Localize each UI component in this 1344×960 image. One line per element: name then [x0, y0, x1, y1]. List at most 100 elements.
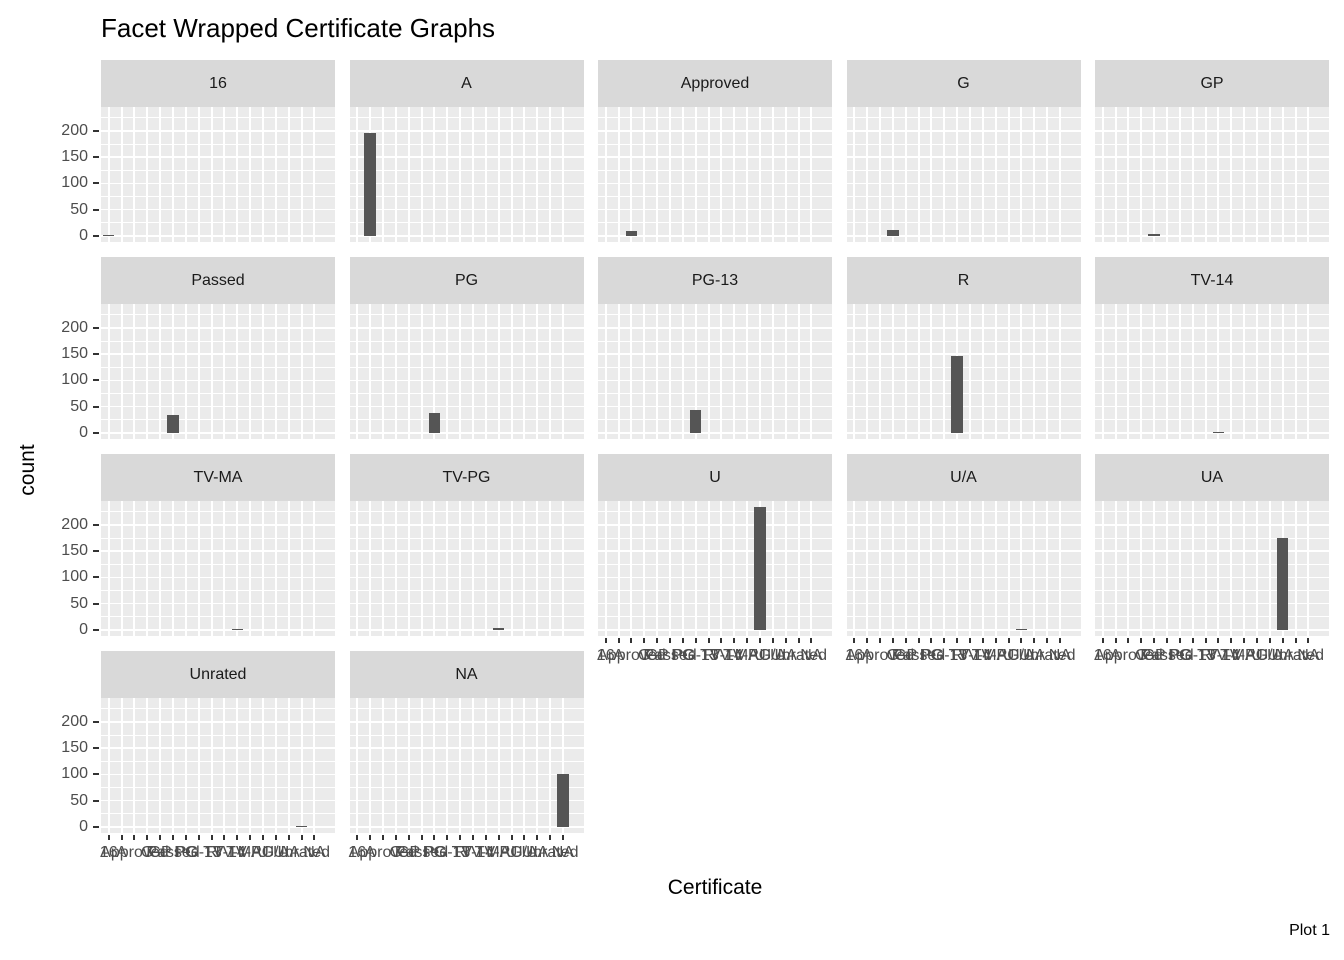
gridline-x — [459, 107, 462, 242]
gridline-y-minor — [1095, 590, 1329, 592]
gridline-y-minor — [101, 314, 335, 316]
gridline-y-minor — [349, 196, 584, 198]
gridline-y-minor — [101, 196, 335, 198]
x-tick-label: TV-MA — [212, 844, 262, 861]
y-tick-label: 0 — [79, 226, 88, 244]
facet-strip-label: Unrated — [189, 665, 247, 683]
gridline-x — [810, 501, 813, 636]
facet-panel — [349, 501, 584, 636]
x-tick-mark — [146, 835, 149, 840]
y-tick-mark — [93, 156, 99, 159]
gridline-y-minor — [846, 537, 1081, 539]
gridline-x — [720, 304, 723, 439]
gridline-y-major — [101, 550, 335, 552]
facet-strip: PG — [349, 257, 584, 304]
x-tick-label: U/A — [511, 844, 538, 861]
gridline-x — [1307, 304, 1310, 439]
gridline-x — [484, 501, 487, 636]
x-tick-mark — [720, 638, 723, 643]
gridline-y-major — [101, 826, 335, 828]
gridline-x — [394, 107, 397, 242]
gridline-x — [381, 698, 384, 833]
gridline-x — [146, 501, 149, 636]
gridline-y-major — [1095, 156, 1329, 158]
y-tick-label: 200 — [61, 318, 88, 336]
y-tick-label: 150 — [61, 148, 88, 166]
gridline-x — [1217, 501, 1220, 636]
gridline-x — [471, 304, 474, 439]
y-tick-label: 150 — [61, 739, 88, 757]
gridline-x — [707, 501, 710, 636]
facet-panel — [846, 304, 1081, 439]
facet-16: 16 — [101, 60, 335, 242]
x-tick-mark — [236, 835, 239, 840]
gridline-x — [810, 304, 813, 439]
gridline-y-major — [349, 156, 584, 158]
y-tick-mark — [93, 825, 99, 828]
gridline-x — [172, 304, 174, 439]
gridline-y-minor — [349, 511, 584, 513]
gridline-x — [771, 107, 774, 242]
gridline-y-major — [101, 773, 335, 776]
gridline-x — [223, 501, 226, 636]
gridline-x — [549, 698, 552, 833]
gridline-y-major — [598, 524, 832, 526]
gridline-x — [1058, 304, 1061, 439]
x-tick-mark — [561, 835, 564, 840]
gridline-x — [656, 304, 659, 439]
gridline-y-major — [846, 130, 1081, 132]
facet-strip: 16 — [101, 60, 335, 107]
gridline-x — [197, 501, 200, 636]
x-tick-label: TV-14 — [948, 647, 992, 664]
gridline-y-major — [349, 826, 584, 828]
y-tick-mark — [93, 523, 99, 526]
gridline-x — [197, 107, 200, 242]
x-tick-label: Unrated — [1267, 647, 1325, 664]
facet-TV-14: TV-14 — [1095, 257, 1329, 439]
gridline-x — [968, 501, 971, 636]
gridline-x — [1166, 501, 1168, 636]
gridline-y-minor — [846, 117, 1081, 119]
gridline-y-minor — [1095, 616, 1329, 618]
gridline-x — [172, 698, 174, 833]
bar-Passed — [167, 415, 179, 433]
gridline-y-minor — [101, 340, 335, 342]
gridline-x — [1140, 501, 1143, 636]
gridline-x — [120, 304, 123, 439]
x-tick-label: G — [1135, 647, 1148, 664]
gridline-x — [853, 107, 856, 242]
gridline-y-minor — [349, 734, 584, 736]
gridline-y-major — [598, 629, 832, 631]
gridline-x — [420, 698, 423, 833]
gridline-x — [274, 107, 277, 242]
facet-panel — [101, 107, 335, 242]
gridline-x — [669, 501, 671, 636]
gridline-x — [287, 304, 290, 439]
gridline-x — [943, 304, 946, 439]
gridline-x — [420, 501, 423, 636]
gridline-x — [1294, 107, 1297, 242]
gridline-x — [968, 304, 971, 439]
x-tick-mark — [1020, 638, 1023, 643]
gridline-x — [394, 698, 397, 833]
gridline-y-minor — [846, 314, 1081, 316]
gridline-x — [484, 698, 487, 833]
x-tick-label: Unrated — [273, 844, 331, 861]
gridline-x — [784, 304, 787, 439]
x-tick-mark — [759, 638, 761, 643]
y-tick-label: 0 — [79, 423, 88, 441]
gridline-y-minor — [846, 196, 1081, 198]
x-tick-label: GP — [894, 647, 918, 664]
gridline-x — [956, 107, 959, 242]
facet-strip-label: Passed — [191, 271, 245, 289]
x-tick-label: U/A — [759, 647, 787, 664]
x-tick-mark — [210, 835, 213, 840]
gridline-x — [853, 501, 856, 636]
gridline-y-major — [101, 747, 335, 749]
gridline-x — [1191, 304, 1194, 439]
gridline-x — [459, 304, 462, 439]
x-tick-mark — [369, 835, 372, 840]
gridline-x — [172, 107, 174, 242]
gridline-x — [1140, 107, 1143, 242]
x-tick-mark — [549, 835, 552, 840]
